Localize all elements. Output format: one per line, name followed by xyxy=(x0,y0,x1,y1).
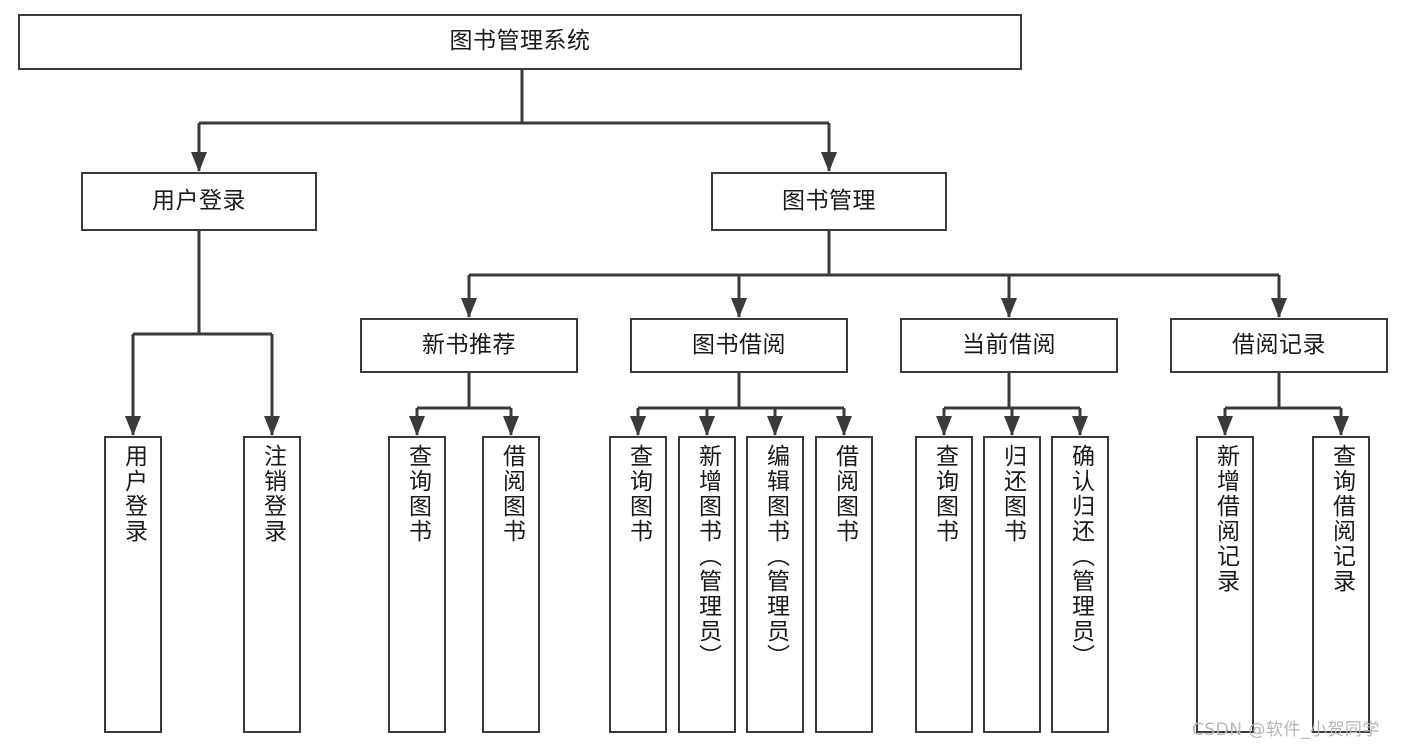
node-label: 新增借阅记录 xyxy=(1212,444,1239,594)
node-label: 查询图书 xyxy=(625,444,652,544)
node-user-login: 用户登录 xyxy=(81,172,317,231)
node-borrow-record: 借阅记录 xyxy=(1170,318,1388,373)
node-label: 确认归还（管理员） xyxy=(1067,444,1094,669)
node-label: 图书管理 xyxy=(782,187,876,214)
node-label: 新增图书（管理员） xyxy=(694,444,721,669)
node-leaf-query-record: 查询借阅记录 xyxy=(1312,436,1370,733)
node-leaf-return-book: 归还图书 xyxy=(983,436,1041,733)
csdn-watermark: CSDN @软件_小贺同学 xyxy=(1192,720,1380,740)
node-label: 借阅图书 xyxy=(498,444,525,544)
node-leaf-query-book-1: 查询图书 xyxy=(388,436,446,733)
node-current-borrow: 当前借阅 xyxy=(900,318,1118,373)
node-label: 借阅记录 xyxy=(1232,331,1326,358)
node-label: 图书管理系统 xyxy=(449,28,591,55)
node-leaf-borrow-book-2: 借阅图书 xyxy=(815,436,873,733)
node-label: 查询图书 xyxy=(931,444,958,544)
node-label: 注销登录 xyxy=(259,444,286,544)
node-label: 用户登录 xyxy=(120,444,147,544)
node-label: 查询图书 xyxy=(404,444,431,544)
node-label: 查询借阅记录 xyxy=(1328,444,1355,594)
node-leaf-user-logout: 注销登录 xyxy=(243,436,301,733)
node-leaf-confirm-return: 确认归还（管理员） xyxy=(1051,436,1109,733)
node-label: 归还图书 xyxy=(999,444,1026,544)
node-label: 用户登录 xyxy=(152,187,246,214)
node-leaf-borrow-book-1: 借阅图书 xyxy=(482,436,540,733)
node-leaf-add-record: 新增借阅记录 xyxy=(1196,436,1254,733)
node-label: 借阅图书 xyxy=(831,444,858,544)
node-new-book-rec: 新书推荐 xyxy=(360,318,578,373)
node-leaf-query-book-2: 查询图书 xyxy=(609,436,667,733)
node-label: 当前借阅 xyxy=(962,331,1056,358)
node-leaf-edit-book: 编辑图书（管理员） xyxy=(746,436,804,733)
node-root: 图书管理系统 xyxy=(18,14,1022,70)
node-label: 编辑图书（管理员） xyxy=(762,444,789,669)
node-book-borrow: 图书借阅 xyxy=(630,318,848,373)
node-label: 新书推荐 xyxy=(422,331,516,358)
node-book-manage: 图书管理 xyxy=(711,172,947,231)
node-leaf-user-login: 用户登录 xyxy=(104,436,162,733)
node-leaf-query-book-3: 查询图书 xyxy=(915,436,973,733)
node-leaf-add-book: 新增图书（管理员） xyxy=(678,436,736,733)
node-label: 图书借阅 xyxy=(692,331,786,358)
